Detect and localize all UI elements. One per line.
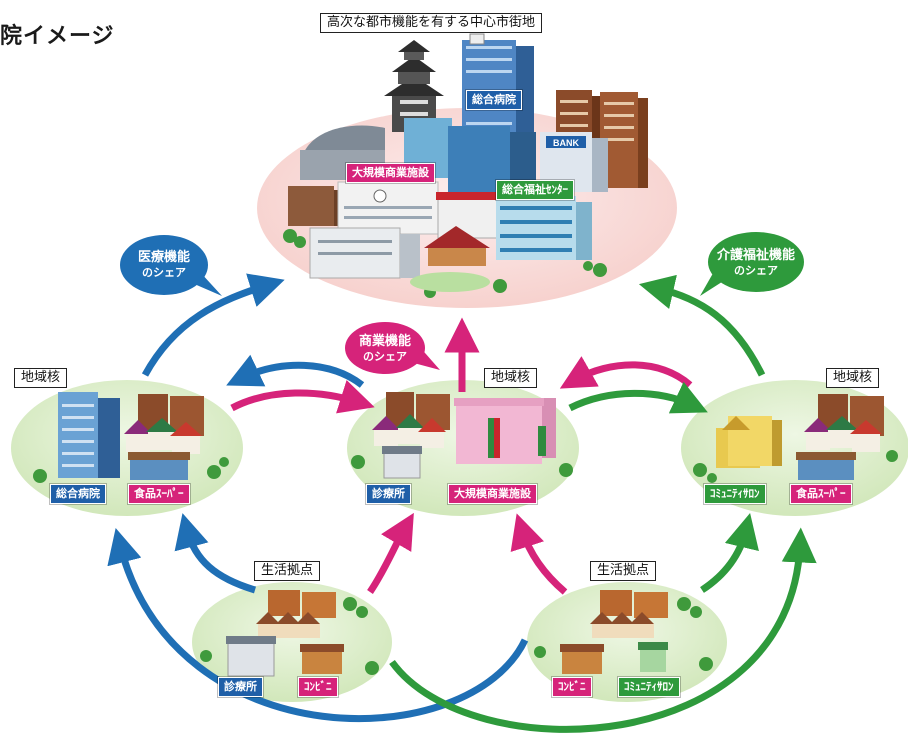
center-tag-large-commercial: 大規模商業施設 [346, 163, 435, 183]
core-right-buildings [693, 394, 898, 483]
core-left-label: 地域核 [14, 368, 68, 388]
core-right-label: 地域核 [826, 368, 880, 388]
base-right-tag-convenience: ｺﾝﾋﾞﾆ [552, 677, 592, 697]
core-left-buildings [33, 392, 229, 483]
bubble-commercial-share [345, 322, 440, 374]
core-middle-tag-clinic: 診療所 [366, 484, 411, 504]
bubble-welfare-text: 介護福祉機能 のシェア [708, 248, 804, 278]
arrow-core-middle-to-right [568, 381, 708, 414]
center-tag-general-hospital: 総合病院 [466, 90, 522, 110]
base-right-tag-community-salon: ｺﾐｭﾆﾃｨｻﾛﾝ [618, 677, 680, 697]
arrow-core-right-to-center [638, 274, 766, 377]
bank-sign: BANK [553, 138, 579, 148]
core-right-tag-supermarket: 食品ｽｰﾊﾟｰ [790, 484, 852, 504]
center-label: 高次な都市機能を有する中心市街地 [320, 13, 543, 33]
core-middle-tag-large-commercial: 大規模商業施設 [448, 484, 537, 504]
arrow-base-right-to-core-middle [510, 513, 568, 595]
page-title: 院イメージ [0, 24, 115, 49]
center-tag-welfare-center: 総合福祉ｾﾝﾀｰ [496, 180, 574, 200]
arrow-core-left-to-center [141, 273, 285, 377]
bubble-welfare-line2: のシェア [734, 264, 778, 277]
base-right-buildings [534, 590, 713, 674]
bubble-commercial-line2: のシェア [363, 350, 407, 363]
arrow-base-left-to-core-middle [367, 512, 414, 594]
bubble-welfare-share [700, 232, 804, 296]
bubble-commercial-text: 商業機能 のシェア [347, 334, 423, 364]
bubble-medical-line2: のシェア [142, 266, 186, 279]
arrow-core-left-to-middle [230, 380, 375, 414]
core-middle-buildings [351, 392, 573, 479]
base-left-buildings [200, 590, 379, 677]
base-left-tag-convenience: ｺﾝﾋﾞﾆ [298, 677, 338, 697]
arrow-base-left-to-core-right [389, 527, 817, 733]
arrow-base-right-to-core-right [700, 512, 759, 593]
base-left-tag-clinic: 診療所 [218, 677, 263, 697]
arrow-base-left-to-core-left [174, 513, 257, 594]
bubble-medical-line1: 医療機能 [137, 250, 190, 265]
arrow-core-right-to-middle [559, 356, 693, 389]
arrow-base-right-to-core-left [107, 528, 529, 723]
core-left-tag-hospital: 総合病院 [50, 484, 106, 504]
base-left-label: 生活拠点 [254, 561, 321, 581]
bubble-commercial-line1: 商業機能 [358, 334, 411, 349]
core-middle-label: 地域核 [484, 368, 538, 388]
bubble-medical-share [120, 235, 222, 296]
core-right-tag-community-salon: ｺﾐｭﾆﾃｨｻﾛﾝ [704, 484, 766, 504]
base-right-label: 生活拠点 [590, 561, 657, 581]
bubble-welfare-line1: 介護福祉機能 [716, 248, 795, 263]
core-left-tag-supermarket: 食品ｽｰﾊﾟｰ [128, 484, 190, 504]
bubble-medical-text: 医療機能 のシェア [124, 250, 204, 280]
arrow-core-middle-to-left [226, 354, 365, 388]
